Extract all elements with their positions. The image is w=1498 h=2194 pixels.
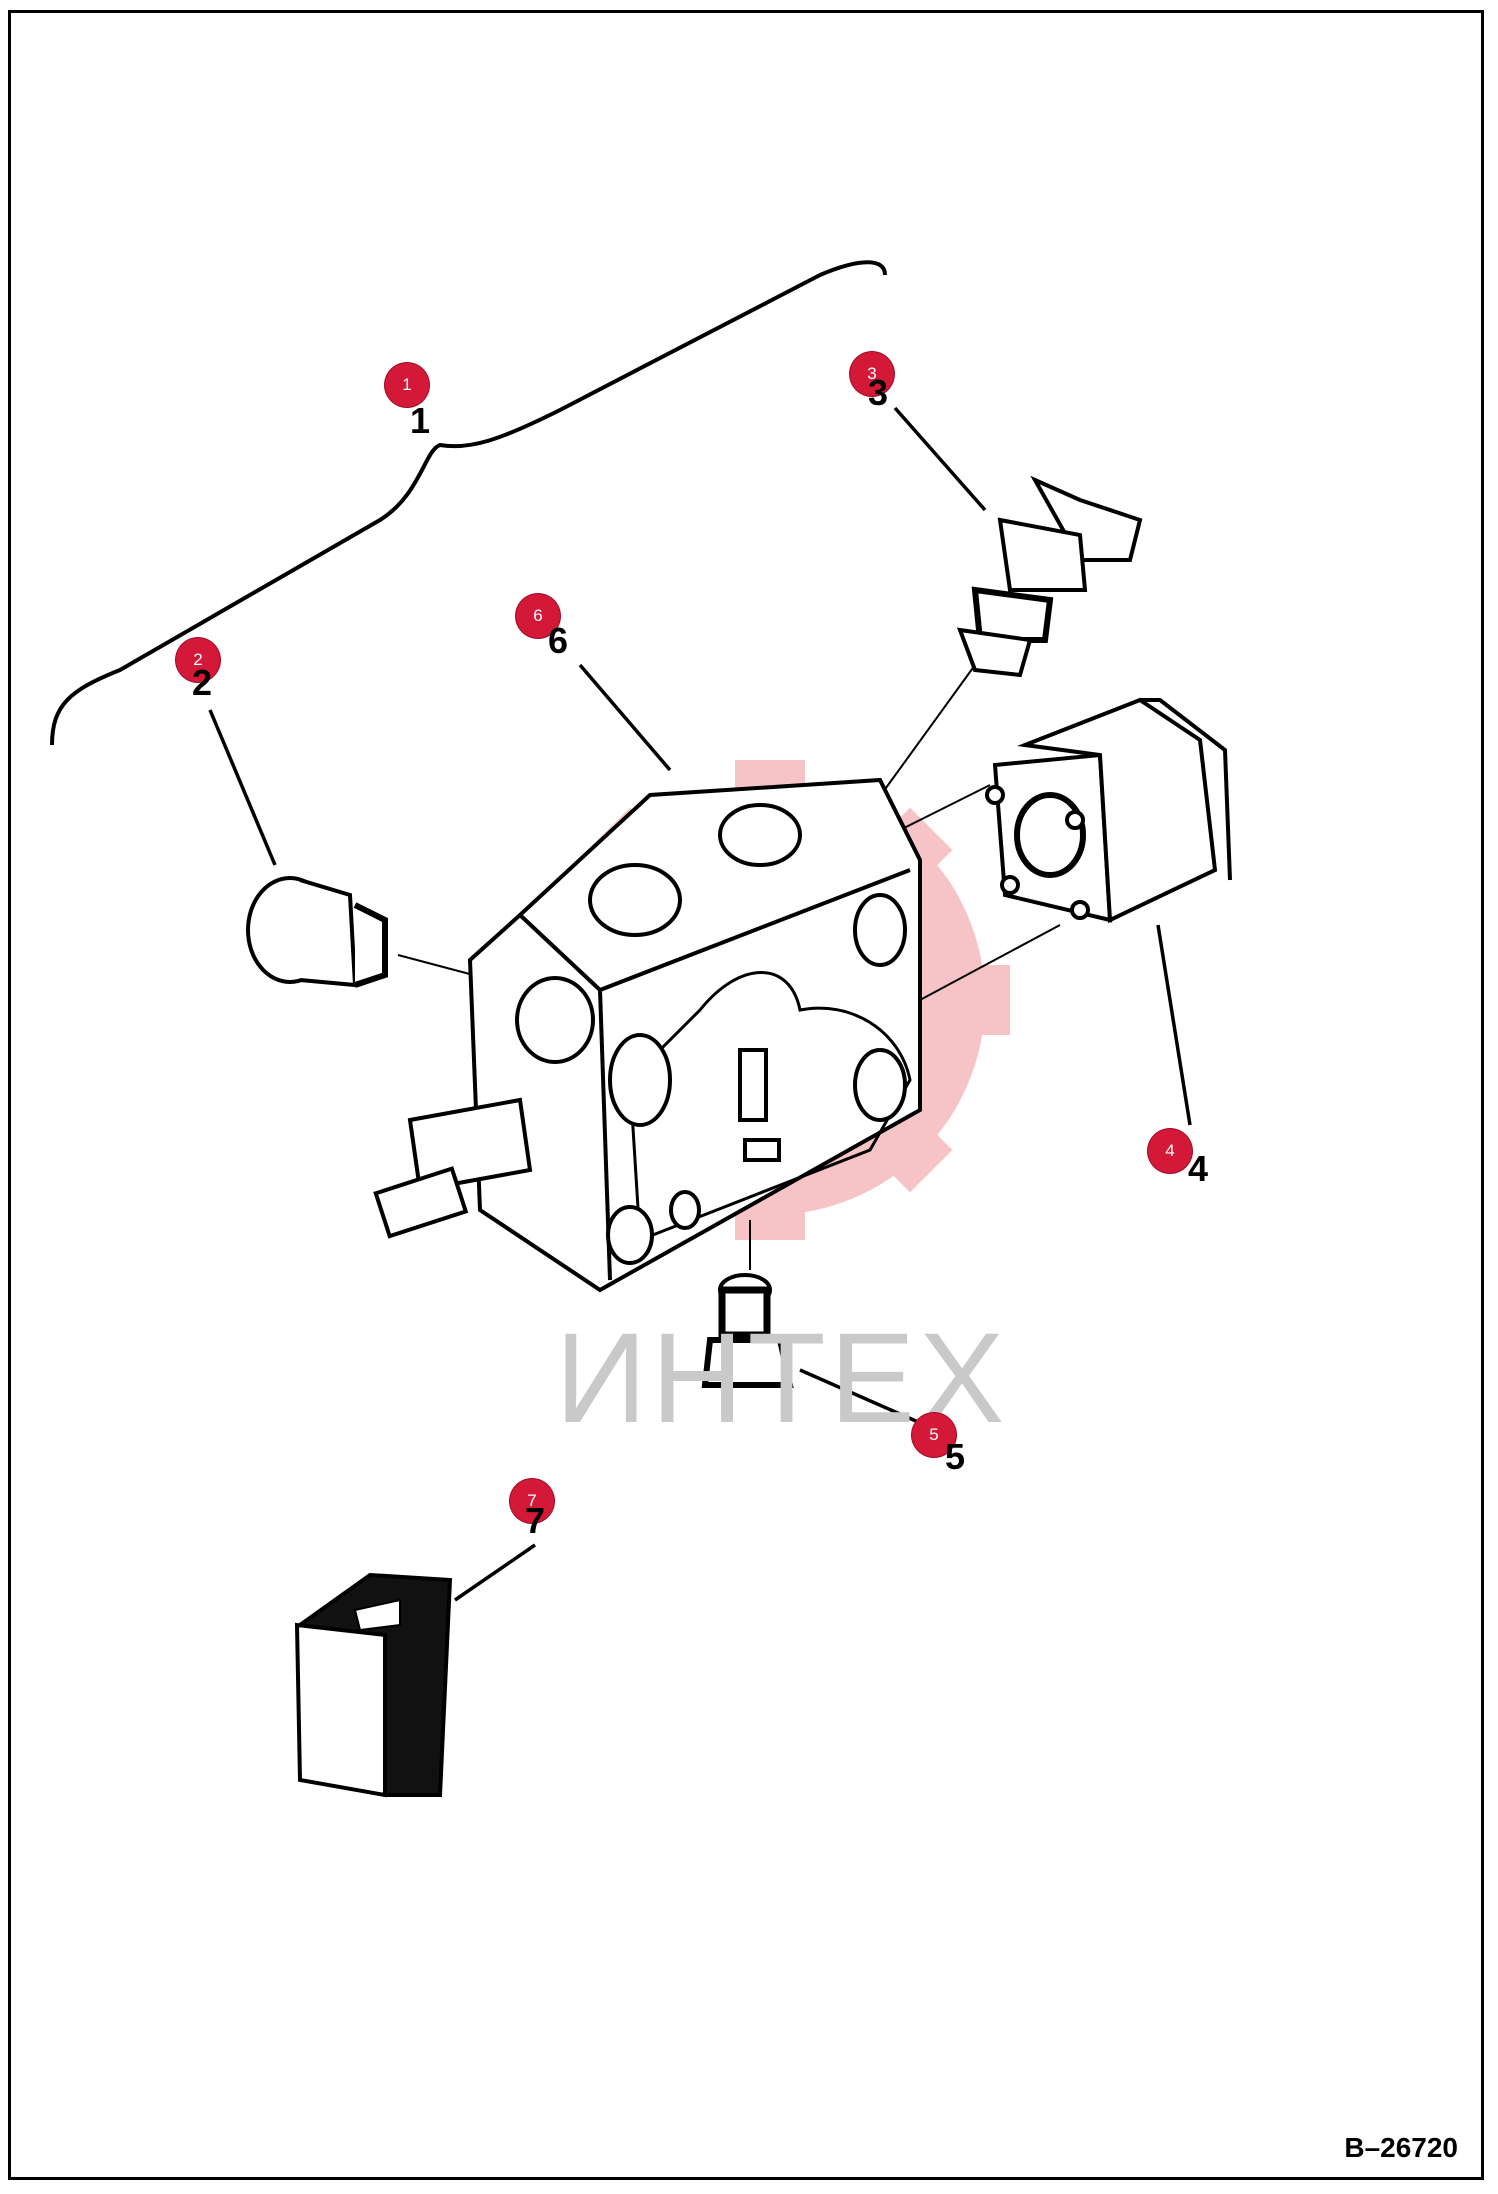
valve-body xyxy=(373,777,922,1293)
part-label-2: 2 xyxy=(192,662,213,703)
kit-box xyxy=(294,1572,453,1798)
solenoid-actuator xyxy=(985,697,1232,924)
callout-3[interactable]: 3 xyxy=(850,352,894,396)
callout-5[interactable]: 5 xyxy=(912,1413,956,1457)
drawing-number: B–26720 xyxy=(1344,2132,1458,2163)
part-label-5: 5 xyxy=(945,1436,966,1477)
fitting xyxy=(701,1273,794,1388)
plug xyxy=(246,876,388,988)
part-label-3: 3 xyxy=(868,372,889,413)
callout-6[interactable]: 6 xyxy=(516,594,560,638)
callout-7[interactable]: 7 xyxy=(510,1479,554,1523)
part-label-7: 7 xyxy=(525,1500,546,1541)
leader-line-6 xyxy=(578,663,672,772)
leader-line-5 xyxy=(799,1368,926,1427)
assembly-brace xyxy=(50,260,887,746)
part-label-6: 6 xyxy=(548,620,569,661)
callout-2[interactable]: 2 xyxy=(176,638,220,682)
part-label-4: 4 xyxy=(1188,1148,1209,1189)
relief-valve xyxy=(956,475,1143,678)
leader-line-3 xyxy=(893,406,987,512)
drawing-frame xyxy=(8,10,1484,2180)
leader-line-7 xyxy=(454,1543,536,1602)
leader-line-2 xyxy=(208,709,277,866)
part-label-1: 1 xyxy=(410,400,431,441)
callout-4[interactable]: 4 xyxy=(1148,1129,1192,1173)
callout-1[interactable]: 1 xyxy=(385,363,429,407)
leader-line-4 xyxy=(1156,924,1192,1126)
